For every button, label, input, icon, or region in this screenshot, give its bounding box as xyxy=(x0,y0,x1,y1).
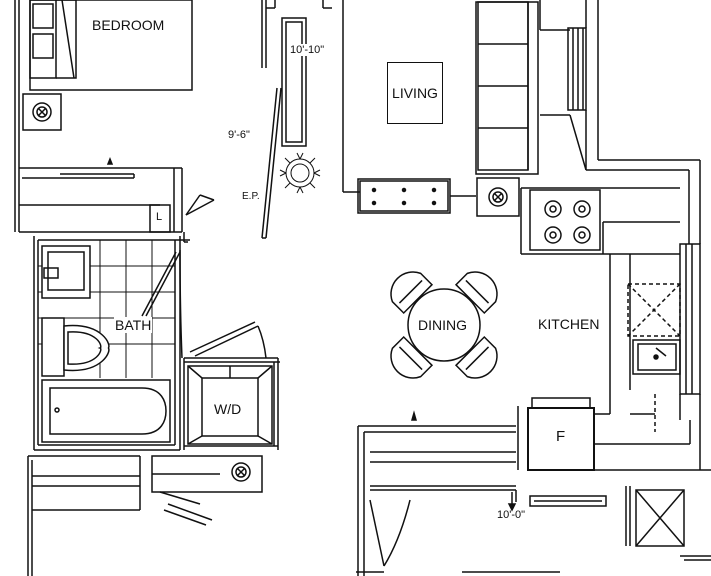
bath-vanity xyxy=(41,245,91,299)
bath-walls xyxy=(33,236,190,451)
room-label-living: LIVING xyxy=(387,62,443,124)
room-label-bedroom: BEDROOM xyxy=(92,17,165,33)
dining-chair-se xyxy=(454,335,498,379)
room-label-dining: DINING xyxy=(418,317,467,333)
room-label-washer-dryer: W/D xyxy=(214,401,242,417)
dimension-arrow xyxy=(507,492,517,512)
fridge xyxy=(517,397,595,471)
bedroom-nightstand xyxy=(22,93,62,131)
dimension-bedroom-side: 9'-6" xyxy=(228,129,250,141)
plant xyxy=(279,152,321,194)
left-exterior-wall xyxy=(14,0,20,232)
cooktop xyxy=(529,189,601,251)
living-sideboard xyxy=(357,178,476,214)
laundry-closet xyxy=(183,194,280,450)
bath-door xyxy=(141,249,183,359)
kitchen-lower-wall xyxy=(594,394,701,471)
dimension-corridor-upper: 10'-10" xyxy=(290,44,325,56)
dimension-bottom: 10'-0" xyxy=(497,509,526,521)
corridor-walls xyxy=(261,0,332,239)
entry-walls xyxy=(356,410,516,576)
right-exterior-wall xyxy=(586,0,701,244)
kitchen-counter xyxy=(520,187,680,415)
room-label-fridge: F xyxy=(556,428,566,445)
dishwasher xyxy=(627,283,681,337)
living-walls xyxy=(342,0,541,193)
kitchen-window xyxy=(679,243,701,420)
living-sofa xyxy=(475,1,539,175)
bedroom-bed xyxy=(29,0,193,91)
dining-chair-nw xyxy=(390,271,434,315)
dining-chair-ne xyxy=(454,271,498,315)
lower-cabinet xyxy=(151,455,263,526)
dining-table xyxy=(390,271,498,379)
mechanical-closet xyxy=(625,469,711,561)
toilet xyxy=(41,317,110,377)
entry-shelf xyxy=(515,490,607,507)
bedroom-closet xyxy=(19,156,183,233)
room-label-bath: BATH xyxy=(114,317,153,333)
dining-chair-sw xyxy=(390,335,434,379)
kitchen-sink xyxy=(632,339,681,375)
living-window xyxy=(540,0,587,171)
lower-left-closet xyxy=(27,455,141,576)
bathtub xyxy=(41,379,171,443)
electrical-panel-label: E.P. xyxy=(242,191,260,202)
room-label-linen: L xyxy=(156,211,163,223)
room-label-kitchen: KITCHEN xyxy=(538,316,600,332)
living-side-table xyxy=(476,177,520,217)
